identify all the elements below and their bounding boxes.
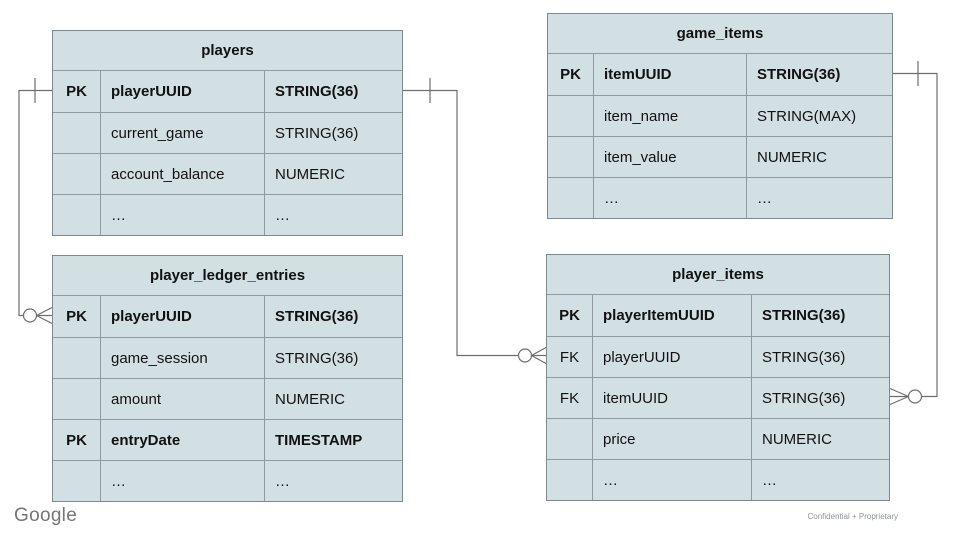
name-cell: item_name [594, 96, 747, 136]
key-cell [548, 96, 594, 136]
entity-table-player-ledger-entries: player_ledger_entries PK playerUUID STRI… [52, 255, 403, 502]
name-cell: playerUUID [101, 71, 265, 112]
type-cell: … [762, 471, 777, 489]
key-cell: FK [547, 378, 593, 418]
key-cell [53, 195, 101, 235]
table-row: PK playerUUID STRING(36) [53, 296, 402, 337]
crow-foot-icon [36, 314, 53, 325]
name-cell: … [593, 460, 752, 500]
relationship-line [18, 89, 52, 317]
type-cell: NUMERIC [275, 165, 345, 183]
crow-foot-icon [531, 354, 547, 365]
key-cell: PK [53, 71, 101, 112]
google-logo: Google [14, 505, 78, 526]
relationship-line [403, 89, 519, 357]
name-cell: playerItemUUID [593, 295, 752, 336]
relationship-players-to-ledger [18, 78, 53, 325]
crow-foot-icon [531, 346, 547, 357]
table-row: amount NUMERIC [53, 378, 402, 419]
table-title: player_items [547, 255, 889, 295]
key-cell: PK [53, 296, 101, 337]
key-cell [53, 113, 101, 153]
key-cell [547, 460, 593, 500]
name-cell: amount [101, 379, 265, 419]
table-row: PK playerItemUUID STRING(36) [547, 295, 889, 336]
table-row: current_game STRING(36) [53, 112, 402, 153]
key-cell: PK [547, 295, 593, 336]
table-row: … … [548, 177, 892, 218]
table-row: item_value NUMERIC [548, 136, 892, 177]
name-cell: … [594, 178, 747, 218]
confidentiality-note: Confidential + Proprietary [807, 512, 899, 521]
type-cell: STRING(36) [275, 349, 359, 367]
entity-table-players: players PK playerUUID STRING(36) current… [52, 30, 403, 236]
key-cell [547, 419, 593, 459]
name-cell: playerUUID [593, 337, 752, 377]
type-cell: … [275, 472, 290, 490]
key-cell [53, 338, 101, 378]
type-cell: STRING(36) [762, 389, 846, 407]
relationship-line [893, 72, 938, 398]
name-cell: … [101, 195, 265, 235]
crow-foot-icon [889, 387, 909, 398]
table-row: FK playerUUID STRING(36) [547, 336, 889, 377]
key-cell: PK [53, 420, 101, 460]
table-row: price NUMERIC [547, 418, 889, 459]
crow-foot-icon [36, 306, 53, 317]
key-cell [53, 154, 101, 194]
key-cell: PK [548, 54, 594, 95]
type-cell: STRING(36) [757, 66, 841, 83]
zero-circle-icon [907, 389, 923, 404]
crow-foot-icon [889, 395, 909, 406]
type-cell: STRING(36) [275, 124, 359, 142]
key-cell [548, 178, 594, 218]
type-cell: TIMESTAMP [275, 431, 363, 449]
table-row: PK entryDate TIMESTAMP [53, 419, 402, 460]
name-cell: current_game [101, 113, 265, 153]
table-row: … … [547, 459, 889, 500]
name-cell: item_value [594, 137, 747, 177]
table-row: PK itemUUID STRING(36) [548, 54, 892, 95]
name-cell: account_balance [101, 154, 265, 194]
type-cell: … [757, 189, 772, 207]
name-cell: game_session [101, 338, 265, 378]
type-cell: STRING(36) [275, 83, 359, 100]
type-cell: STRING(36) [762, 348, 846, 366]
type-cell: STRING(MAX) [757, 107, 857, 125]
table-title: players [53, 31, 402, 71]
name-cell: itemUUID [593, 378, 752, 418]
type-cell: NUMERIC [275, 390, 345, 408]
table-row: game_session STRING(36) [53, 337, 402, 378]
table-title: game_items [548, 14, 892, 54]
name-cell: entryDate [101, 420, 265, 460]
type-cell: STRING(36) [762, 307, 846, 324]
relationship-game-items-to-player-items [889, 61, 938, 406]
key-cell [53, 461, 101, 501]
name-cell: … [101, 461, 265, 501]
table-row: … … [53, 194, 402, 235]
type-cell: STRING(36) [275, 308, 359, 325]
table-title: player_ledger_entries [53, 256, 402, 296]
type-cell: NUMERIC [757, 148, 827, 166]
key-cell: FK [547, 337, 593, 377]
table-row: account_balance NUMERIC [53, 153, 402, 194]
type-cell: … [275, 206, 290, 224]
name-cell: itemUUID [594, 54, 747, 95]
table-row: item_name STRING(MAX) [548, 95, 892, 136]
table-row: FK itemUUID STRING(36) [547, 377, 889, 418]
entity-table-game-items: game_items PK itemUUID STRING(36) item_n… [547, 13, 893, 219]
name-cell: price [593, 419, 752, 459]
entity-table-player-items: player_items PK playerItemUUID STRING(36… [546, 254, 890, 501]
key-cell [548, 137, 594, 177]
type-cell: NUMERIC [762, 430, 832, 448]
zero-circle-icon [22, 308, 38, 323]
key-cell [53, 379, 101, 419]
zero-circle-icon [517, 348, 533, 363]
relationship-players-to-player-items [403, 78, 547, 365]
name-cell: playerUUID [101, 296, 265, 337]
table-row: PK playerUUID STRING(36) [53, 71, 402, 112]
table-row: … … [53, 460, 402, 501]
